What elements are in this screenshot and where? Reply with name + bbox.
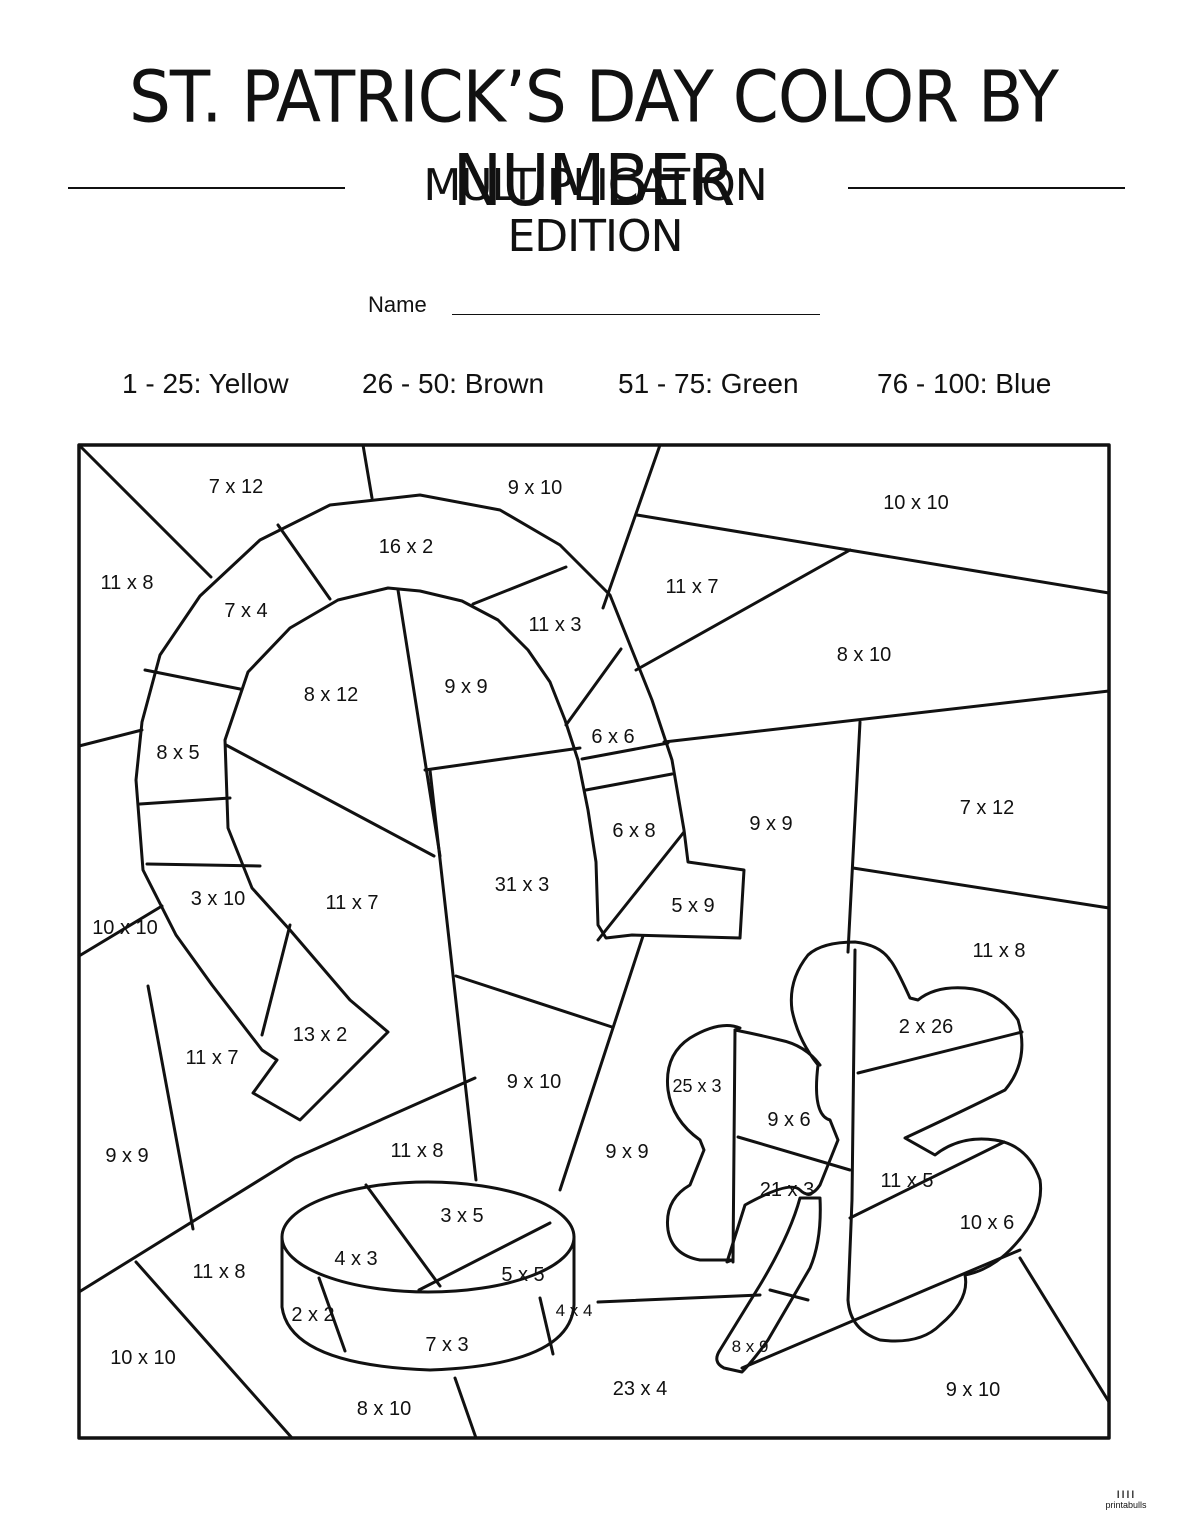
subtitle-rule-left: [68, 187, 345, 189]
subtitle-rule-right: [848, 187, 1125, 189]
brand-name: printabulls: [1105, 1500, 1147, 1510]
region-label: 11 x 5: [881, 1170, 934, 1192]
pot-body: [280, 1235, 576, 1372]
region-label: 3 x 5: [440, 1205, 483, 1227]
region-label: 13 x 2: [293, 1024, 347, 1046]
region-label: 10 x 10: [92, 917, 158, 939]
region-label: 11 x 3: [529, 614, 582, 636]
region-label: 9 x 9: [605, 1141, 648, 1163]
region-label: 11 x 8: [101, 572, 154, 594]
page-title: ST. PATRICK’S DAY COLOR BY NUMBER: [128, 55, 1059, 223]
region-label: 6 x 8: [612, 820, 655, 842]
region-label: 3 x 10: [191, 888, 245, 910]
region-label: 2 x 26: [899, 1016, 953, 1038]
region-label: 10 x 10: [110, 1347, 176, 1369]
horseshoe-outline: [134, 493, 746, 1122]
legend-brown: 26 - 50: Brown: [362, 368, 545, 399]
region-label: 9 x 10: [507, 1071, 561, 1093]
subtitle-row: MULTIPLICATION EDITION: [0, 158, 1187, 262]
region-label: 11 x 8: [973, 940, 1026, 962]
region-label: 7 x 12: [209, 476, 263, 498]
region-label: 9 x 10: [946, 1379, 1000, 1401]
name-label: Name: [368, 292, 427, 317]
region-label: 5 x 5: [501, 1264, 544, 1286]
brand-logo: ıııı printabulls: [1098, 1486, 1154, 1510]
shamrock-outline: [665, 940, 1043, 1343]
page-subtitle: MULTIPLICATION EDITION: [423, 160, 767, 262]
region-label: 9 x 9: [105, 1145, 148, 1167]
region-label: 16 x 2: [379, 536, 433, 558]
region-label: 6 x 6: [591, 726, 634, 748]
region-label: 25 x 3: [672, 1076, 721, 1096]
legend-yellow: 1 - 25: Yellow: [122, 368, 289, 399]
region-label: 23 x 4: [613, 1378, 667, 1400]
region-label: 11 x 8: [193, 1261, 246, 1283]
region-label: 11 x 8: [391, 1140, 444, 1162]
region-label: 10 x 6: [960, 1212, 1014, 1234]
region-label: 7 x 3: [425, 1334, 468, 1356]
legend-blue: 76 - 100: Blue: [877, 368, 1052, 399]
shamrock-stem: [715, 1196, 822, 1374]
region-label: 8 x 9: [732, 1337, 769, 1356]
color-key: 1 - 25: Yellow 26 - 50: Brown 51 - 75: G…: [0, 368, 1187, 408]
region-label: 7 x 12: [960, 797, 1014, 819]
region-label: 4 x 3: [334, 1248, 377, 1270]
region-label: 8 x 10: [837, 644, 891, 666]
region-label: 10 x 10: [883, 492, 949, 514]
region-label: 11 x 7: [186, 1047, 239, 1069]
region-label: 5 x 9: [671, 895, 714, 917]
region-label: 9 x 10: [508, 477, 562, 499]
region-label: 31 x 3: [495, 874, 549, 896]
region-label: 11 x 7: [666, 576, 719, 598]
region-labels: 7 x 12 9 x 10 10 x 10 11 x 8 16 x 2 7 x …: [92, 476, 1025, 1420]
name-write-line[interactable]: [452, 314, 820, 315]
region-label: 9 x 9: [444, 676, 487, 698]
name-field: Name: [368, 292, 828, 322]
puzzle-frame: [77, 443, 1111, 1440]
region-label: 21 x 3: [760, 1179, 814, 1201]
region-label: 11 x 7: [326, 892, 379, 914]
legend-green: 51 - 75: Green: [618, 368, 799, 399]
region-label: 9 x 9: [749, 813, 792, 835]
region-label: 9 x 6: [767, 1109, 810, 1131]
region-label: 2 x 2: [291, 1304, 334, 1326]
region-label: 8 x 12: [304, 684, 358, 706]
region-label: 8 x 5: [156, 742, 199, 764]
brand-mark: ıııı: [1116, 1485, 1136, 1501]
region-label: 4 x 4: [556, 1301, 593, 1320]
region-label: 7 x 4: [224, 600, 267, 622]
region-label: 8 x 10: [357, 1398, 411, 1420]
